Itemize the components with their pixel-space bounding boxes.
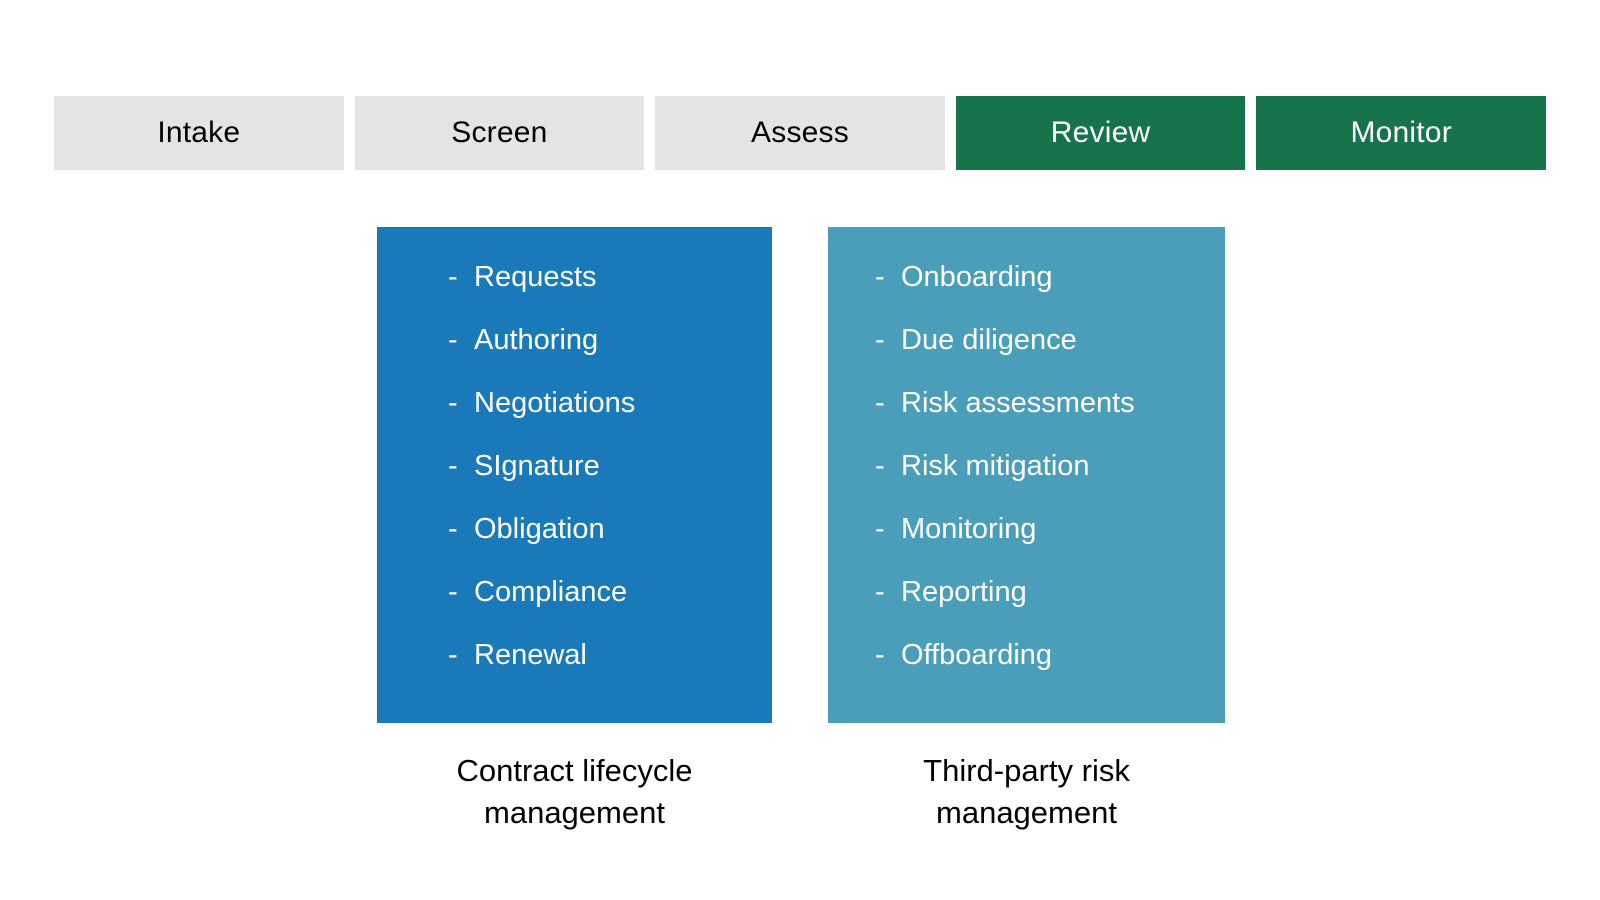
list-item-label: Monitoring [901, 513, 1037, 545]
list-item: - Monitoring [828, 498, 1225, 561]
dash-bullet: - [875, 639, 885, 671]
stage-button-screen[interactable]: Screen [354, 96, 645, 170]
stage-button-monitor[interactable]: Monitor [1256, 96, 1546, 170]
dash-bullet: - [875, 261, 885, 293]
list-item-label: Due diligence [901, 324, 1077, 356]
dash-bullet: - [875, 324, 885, 356]
dash-bullet: - [875, 513, 885, 545]
stage-button-intake[interactable]: Intake [54, 96, 344, 170]
dash-bullet: - [448, 576, 458, 608]
list-item-label: Reporting [901, 576, 1027, 608]
list-item: - Risk mitigation [828, 435, 1225, 498]
stage-button-review[interactable]: Review [955, 96, 1246, 170]
dash-bullet: - [448, 324, 458, 356]
list-item-label: Authoring [474, 324, 599, 356]
dash-bullet: - [448, 513, 458, 545]
stage-label: Monitor [1350, 116, 1452, 149]
list-item: - Requests [377, 246, 772, 309]
stage-row: Intake Screen Assess Review Monitor [54, 96, 1546, 170]
dash-bullet: - [448, 387, 458, 419]
list-item: - Reporting [828, 561, 1225, 624]
stage-label: Assess [751, 116, 849, 149]
list-item: - Onboarding [828, 246, 1225, 309]
clm-caption: Contract lifecycle management [377, 750, 772, 834]
stage-button-assess[interactable]: Assess [655, 96, 945, 170]
list-item-label: Requests [474, 261, 597, 293]
list-item: - Obligation [377, 498, 772, 561]
list-item: - Negotiations [377, 372, 772, 435]
stage-label: Intake [157, 116, 241, 149]
list-item-label: Onboarding [901, 261, 1053, 293]
tprm-caption-text: Third-party risk management [923, 753, 1130, 830]
stage-label: Screen [451, 116, 548, 149]
dash-bullet: - [448, 261, 458, 293]
list-item-label: Compliance [474, 576, 628, 608]
dash-bullet: - [448, 639, 458, 671]
list-item-label: Negotiations [474, 387, 636, 419]
clm-box: - Requests - Authoring - Negotiations - … [377, 227, 772, 723]
list-item: - Risk assessments [828, 372, 1225, 435]
clm-item-list: - Requests - Authoring - Negotiations - … [377, 227, 772, 687]
list-item-label: SIgnature [474, 450, 600, 482]
list-item: - Due diligence [828, 309, 1225, 372]
list-item: - Offboarding [828, 624, 1225, 687]
dash-bullet: - [875, 450, 885, 482]
list-item-label: Risk assessments [901, 387, 1135, 419]
list-item-label: Offboarding [901, 639, 1053, 671]
list-item-label: Renewal [474, 639, 587, 671]
clm-caption-text: Contract lifecycle management [456, 753, 693, 830]
dash-bullet: - [875, 576, 885, 608]
tprm-item-list: - Onboarding - Due diligence - Risk asse… [828, 227, 1225, 687]
list-item: - SIgnature [377, 435, 772, 498]
list-item: - Compliance [377, 561, 772, 624]
tprm-box: - Onboarding - Due diligence - Risk asse… [828, 227, 1225, 723]
list-item-label: Risk mitigation [901, 450, 1090, 482]
list-item: - Authoring [377, 309, 772, 372]
tprm-caption: Third-party risk management [828, 750, 1225, 834]
list-item: - Renewal [377, 624, 772, 687]
dash-bullet: - [448, 450, 458, 482]
list-item-label: Obligation [474, 513, 605, 545]
dash-bullet: - [875, 387, 885, 419]
stage-label: Review [1050, 116, 1151, 149]
